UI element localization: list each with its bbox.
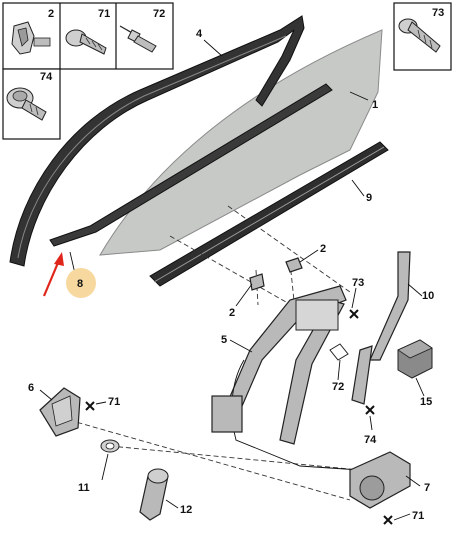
callout-8: 8 [77,278,83,290]
box-label-74: 74 [40,71,53,83]
callout-71-bottom: 71 [412,510,424,522]
callout-72: 72 [332,381,344,393]
box-screw-73: 73 [393,2,452,71]
clip-upper [285,257,303,273]
callout-5: 5 [221,334,227,346]
rear-guide-rail [351,251,411,405]
callout-4: 4 [196,28,203,40]
callout-6: 6 [28,382,34,394]
callout-15: 15 [420,396,432,408]
box-clip-2: 2 [11,8,54,55]
callout-2-lower: 2 [229,307,235,319]
box-screw-74: 74 [6,71,53,121]
box-label-72: 72 [153,8,165,20]
box-screw-71: 71 [65,8,110,55]
window-regulator [211,285,361,471]
callout-1: 1 [372,99,378,111]
callout-2-upper: 2 [320,243,326,255]
callout-10: 10 [422,290,434,302]
window-motor [349,451,411,509]
box-label-71: 71 [98,8,110,20]
callout-12: 12 [180,504,192,516]
box-label-2: 2 [48,8,54,20]
callout-7: 7 [424,482,430,494]
callout-labels: 4 1 9 8 2 2 73 10 5 72 15 6 71 74 11 12 … [28,28,434,522]
cross-markers [85,309,393,525]
handle-bracket [39,387,81,437]
box-label-73: 73 [432,7,444,19]
winder-handle [139,468,169,521]
callout-9: 9 [366,192,372,204]
red-arrow-icon [42,252,64,297]
window-switch [397,339,433,379]
callout-74: 74 [364,434,377,446]
callout-11: 11 [78,482,90,494]
callout-71-left: 71 [108,396,120,408]
box-rivet-72: 72 [119,8,165,53]
inner-waist-strip [49,83,333,247]
callout-73: 73 [352,277,364,289]
clip-lower [249,273,265,291]
bush [100,439,120,453]
highlight-circle-8 [66,268,96,298]
